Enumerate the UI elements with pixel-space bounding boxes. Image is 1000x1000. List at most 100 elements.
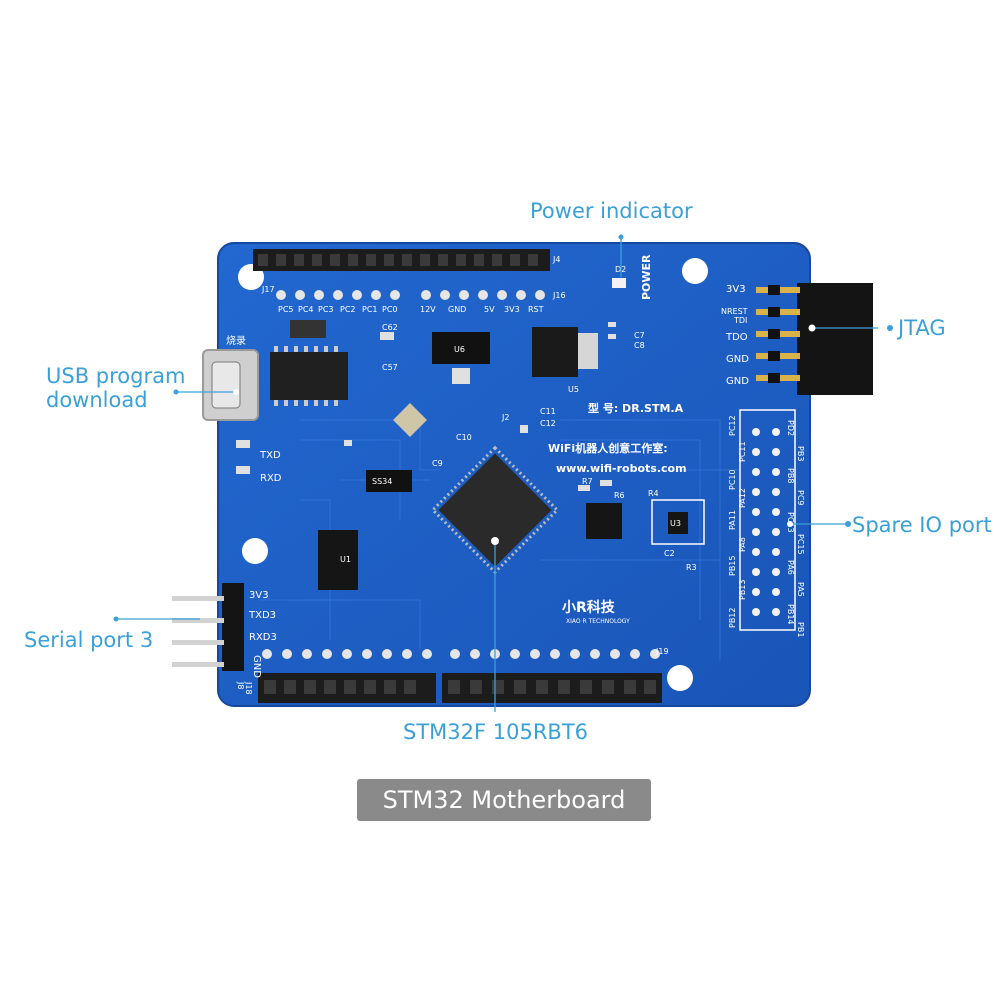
silk-c62: C62 [382,323,398,332]
serial-pins [172,596,224,667]
silk-r3: R3 [686,563,697,572]
regulator-u5 [532,327,578,377]
callout-usb-line2: download [46,388,148,412]
serial-connector [222,583,244,671]
pin-label: PA12 [738,488,747,508]
bottom-pad-row [262,649,660,659]
pin-label: PC9 [796,490,805,506]
pin-label: PB1 [796,622,805,637]
jtag-connector [797,283,873,395]
silk-j8: J8 [236,681,245,689]
spare-io-header [739,409,796,631]
silk-website: www.wifi-robots.com [556,462,687,475]
silk-c12: C12 [540,419,556,428]
bottom-header [258,673,662,703]
silk-c8: C8 [634,341,645,350]
caption-text: STM32 Motherboard [382,786,626,814]
pin-label: NREST [721,307,748,316]
pin-label: PC11 [738,441,747,462]
silk-c11: C11 [540,407,556,416]
crystal [393,403,427,437]
chip-r6 [586,503,622,539]
chip-u3 [651,499,705,545]
silk-r6: R6 [614,491,625,500]
pin-label: PC12 [728,415,737,436]
pin-label: RXD3 [249,632,277,643]
callout-power-indicator: Power indicator [530,199,693,223]
silk-power: POWER [640,254,653,300]
diode [290,320,326,338]
silk-u6: U6 [454,345,465,354]
silk-rxd: RXD [260,473,282,484]
silk-r7: R7 [582,477,593,486]
silk-studio: WiFi机器人创意工作室: [548,441,668,455]
pin-label: GND [726,354,749,365]
pin-label: TDO [725,332,748,343]
mount-hole [682,258,708,284]
silk-u5: U5 [568,385,579,394]
pin-label: 3V3 [504,305,520,314]
silk-ss34: SS34 [372,477,392,486]
usb-serial-chip [270,352,348,400]
pin-label: 3V3 [249,590,269,601]
silk-brand-sub: XIAO R TECHNOLOGY [566,618,630,625]
top-header [253,249,550,271]
silk-brand: 小R科技 [562,599,616,616]
callout-leaders [116,237,878,712]
pin-label: 12V [420,305,436,314]
spare-io-labels-left: PC12 PC11 PC10 PA12 PA11 PA8 PB15 PB13 P… [728,415,747,628]
pin-label: 3V3 [726,284,746,295]
pin-label: PC1 [362,305,378,314]
top-header-labels: PC5 PC4 PC3 PC2 PC1 PC0 12V GND 5V 3V3 R… [278,305,544,314]
pin-label: GND [251,655,262,678]
silk-burn: 烧录 [226,334,246,347]
silk-c2: C2 [664,549,675,558]
pin-label: PB3 [796,446,805,461]
callout-usb-line1: USB program [46,364,186,388]
pin-label: PC0 [382,305,398,314]
mount-hole [667,665,693,691]
spare-io-pads [752,428,780,616]
jtag-labels: 3V3 NREST TDI TDO GND GND [721,284,749,387]
silk-j2: J2 [501,413,509,422]
silk-u3: U3 [670,519,681,528]
pin-label: TXD3 [248,610,276,621]
silk-c9: C9 [432,459,443,468]
pin-label: PB12 [728,608,737,629]
callout-spare-io: Spare IO port [852,513,992,537]
silk-c57: C57 [382,363,398,372]
pin-label: 5V [484,305,495,314]
caption-banner: STM32 Motherboard [357,779,651,821]
power-led [612,278,626,288]
pin-label: PA5 [796,582,805,597]
pin-label: PC5 [278,305,294,314]
pin-label: RST [528,305,544,314]
pin-label: PC3 [318,305,334,314]
silk-c10: C10 [456,433,472,442]
silk-u1: U1 [340,555,351,564]
pin-label: PC2 [340,305,356,314]
callout-dots [113,234,893,622]
pin-label: PA6 [786,560,795,575]
pin-label: GND [726,376,749,387]
silk-j19: J19 [655,647,669,656]
pin-label: TDI [733,316,747,325]
pin-label: GND [448,305,466,314]
pin-label: PC15 [796,534,805,555]
callout-serial-port: Serial port 3 [24,628,154,652]
pin-label: PA8 [738,537,747,552]
top-pad-row [276,290,545,300]
silk-j4: J4 [552,255,560,264]
silk-txd: TXD [259,450,281,461]
pin-label: PB15 [728,556,737,577]
pin-label: PC4 [298,305,314,314]
silk-model: 型 号: DR.STM.A [588,401,684,415]
pin-label: PB8 [786,468,795,483]
pin-label: PB14 [786,604,795,625]
chip-u1 [318,530,358,590]
silk-j16: J16 [552,291,566,300]
silk-c7: C7 [634,331,645,340]
silk-r4: R4 [648,489,659,498]
pin-label: PA11 [728,510,737,530]
